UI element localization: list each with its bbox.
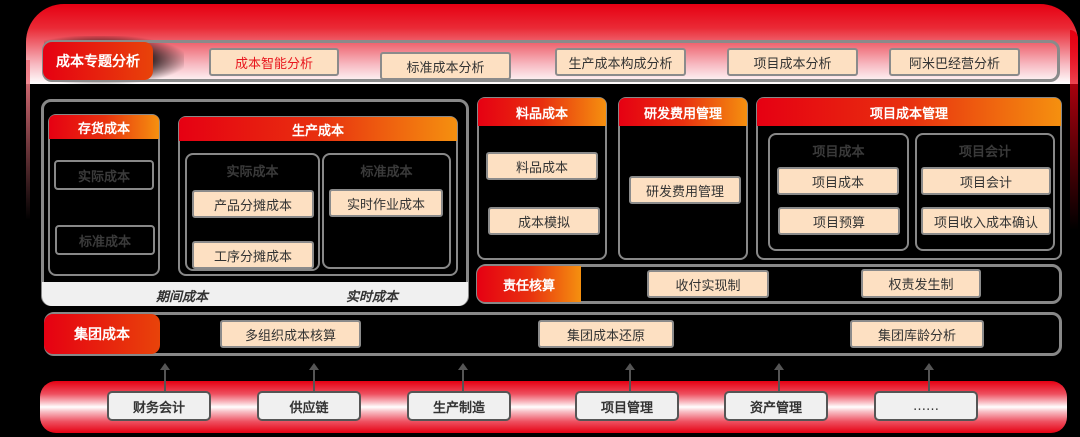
source-asset-management[interactable]: 资产管理 xyxy=(724,391,828,421)
production-standard-cost-title: 标准成本 xyxy=(360,164,413,180)
inventory-actual-cost[interactable]: 实际成本 xyxy=(54,160,154,190)
period-footer: 期间成本 实时成本 xyxy=(42,282,468,306)
right-frame-edge xyxy=(1070,30,1078,230)
project-cost-item[interactable]: 项目成本 xyxy=(777,167,899,195)
source-more[interactable]: …… xyxy=(874,391,978,421)
arrow-up-icon xyxy=(625,363,635,393)
project-accounting-group-title: 项目会计 xyxy=(958,144,1011,160)
cost-simulation-item[interactable]: 成本模拟 xyxy=(488,207,600,235)
product-allocation-cost[interactable]: 产品分摊成本 xyxy=(192,190,314,218)
arrow-up-icon xyxy=(160,363,170,393)
realtime-cost-label: 实时成本 xyxy=(346,290,399,305)
arrow-up-icon xyxy=(309,363,319,393)
group-cost-restore-item[interactable]: 集团成本还原 xyxy=(538,320,674,348)
project-revenue-cost-recognition-item[interactable]: 项目收入成本确认 xyxy=(921,207,1051,235)
inventory-cost-title: 存货成本 xyxy=(49,115,159,139)
inventory-standard-cost[interactable]: 标准成本 xyxy=(55,225,155,255)
accrual-basis-item[interactable]: 权责发生制 xyxy=(861,269,981,298)
production-standard-cost-group xyxy=(322,153,451,269)
topic-item-standard-cost-analysis[interactable]: 标准成本分析 xyxy=(380,52,511,80)
material-cost-item[interactable]: 料品成本 xyxy=(486,152,598,180)
source-manufacturing[interactable]: 生产制造 xyxy=(407,391,511,421)
project-budget-item[interactable]: 项目预算 xyxy=(778,207,900,235)
left-frame-edge xyxy=(26,60,30,220)
responsibility-accounting-title: 责任核算 xyxy=(477,266,581,302)
production-cost-title: 生产成本 xyxy=(179,117,457,141)
topic-item-smart-analysis[interactable]: 成本智能分析 xyxy=(209,48,339,76)
multi-org-cost-accounting-item[interactable]: 多组织成本核算 xyxy=(220,320,361,348)
project-cost-group-title: 项目成本 xyxy=(812,144,865,160)
project-accounting-item[interactable]: 项目会计 xyxy=(921,167,1051,195)
topic-item-project-cost-analysis[interactable]: 项目成本分析 xyxy=(727,48,858,76)
material-cost-title: 料品成本 xyxy=(478,98,606,126)
production-actual-cost-title: 实际成本 xyxy=(226,164,279,180)
rd-cost-title: 研发费用管理 xyxy=(619,98,747,126)
cash-basis-item[interactable]: 收付实现制 xyxy=(647,270,769,298)
project-cost-group xyxy=(768,133,909,251)
arrow-up-icon xyxy=(924,363,934,393)
realtime-operation-cost[interactable]: 实时作业成本 xyxy=(329,189,443,217)
arrow-up-icon xyxy=(458,363,468,393)
process-allocation-cost[interactable]: 工序分摊成本 xyxy=(192,241,314,269)
group-cost-title: 集团成本 xyxy=(44,314,160,354)
source-supply-chain[interactable]: 供应链 xyxy=(257,391,361,421)
production-actual-cost-group xyxy=(185,153,320,271)
group-inventory-aging-item[interactable]: 集团库龄分析 xyxy=(850,320,984,348)
arrow-up-icon xyxy=(774,363,784,393)
period-cost-label: 期间成本 xyxy=(156,290,209,305)
source-financial-accounting[interactable]: 财务会计 xyxy=(107,391,211,421)
source-project-management[interactable]: 项目管理 xyxy=(575,391,679,421)
project-accounting-group xyxy=(915,133,1055,251)
topic-analysis-head: 成本专题分析 xyxy=(43,42,153,80)
rd-expense-management-item[interactable]: 研发费用管理 xyxy=(629,176,741,204)
topic-item-production-cost-composition[interactable]: 生产成本构成分析 xyxy=(555,48,686,76)
project-cost-management-title: 项目成本管理 xyxy=(757,98,1061,126)
topic-item-amoeba-analysis[interactable]: 阿米巴经营分析 xyxy=(889,48,1020,76)
